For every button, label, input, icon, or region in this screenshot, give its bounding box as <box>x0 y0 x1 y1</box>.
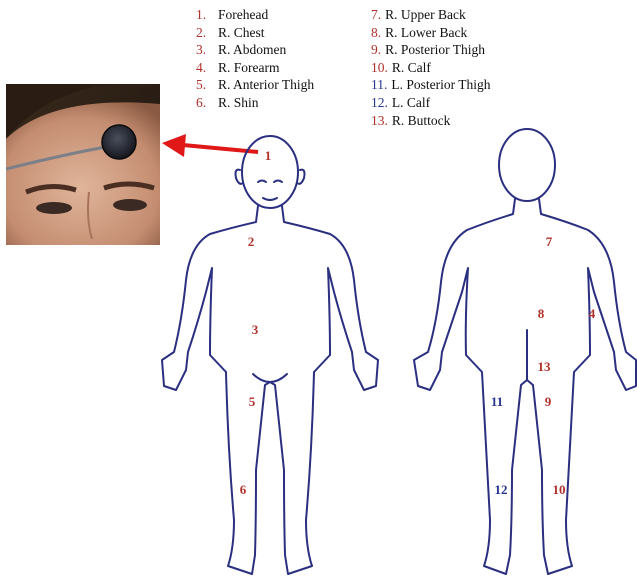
site-label-10: 10 <box>553 482 566 497</box>
site-label-1: 1 <box>265 148 272 163</box>
site-label-5: 5 <box>249 394 256 409</box>
front-pelvis-line <box>253 374 287 382</box>
site-label-4: 4 <box>589 306 596 321</box>
back-torso-limbs <box>414 199 636 574</box>
front-eyes <box>258 181 282 183</box>
arrow-head <box>162 134 186 157</box>
back-body-outline <box>414 129 636 574</box>
front-mouth <box>263 198 277 200</box>
site-label-11: 11 <box>491 394 503 409</box>
back-head <box>499 129 555 201</box>
front-torso-limbs <box>162 206 378 574</box>
site-label-6: 6 <box>240 482 247 497</box>
site-label-3: 3 <box>252 322 259 337</box>
arrow-to-photo <box>162 134 258 157</box>
site-label-2: 2 <box>248 234 255 249</box>
front-body-outline <box>162 136 378 574</box>
site-label-9: 9 <box>545 394 552 409</box>
site-label-8: 8 <box>538 306 545 321</box>
site-label-12: 12 <box>495 482 508 497</box>
site-label-7: 7 <box>546 234 553 249</box>
site-label-13: 13 <box>538 359 552 374</box>
front-head <box>242 136 298 208</box>
